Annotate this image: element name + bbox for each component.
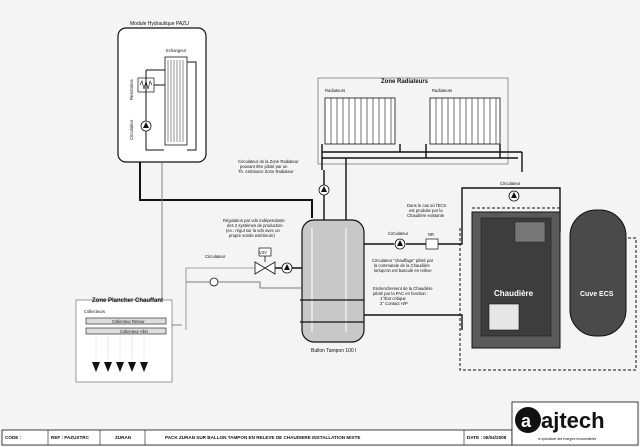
switch-note-4: 2° Contact H/P [380, 301, 408, 306]
main-supply-pipe [139, 162, 313, 218]
collector-supply-label: Collecteur Aller [120, 329, 149, 334]
boiler-circulator-label: Circulateur [388, 231, 409, 236]
nr-valve [425, 238, 439, 250]
title-block-date: DATE : 05/04/2008 [467, 435, 507, 440]
svg-text:a: a [521, 411, 532, 431]
boiler-note-3: lorsqu'on est basculé en relève [374, 268, 432, 273]
nr-tag: NR [428, 232, 434, 237]
exchanger-label: Echangeur [166, 48, 187, 53]
title-block-code: CODE : [5, 435, 22, 440]
regulation-note-2: des 2 systèmes de production [227, 223, 283, 228]
radiator-left [324, 97, 396, 145]
radiator-circulator-note-3: Th. Ambiance Zone Radiateur [238, 169, 294, 174]
circulator-left-label: Circulateur [205, 254, 226, 259]
boiler-door [488, 303, 520, 331]
logo-mark [515, 407, 541, 433]
regulation-note-1: Régulation par vdn indépendante [223, 218, 285, 223]
exchanger [164, 56, 188, 146]
floor-zone-title: Zone Plancher Chauffant [92, 298, 163, 304]
regulation-note-4: propre sonde extérieure) [229, 233, 275, 238]
valve-tag: V3V [259, 250, 267, 255]
collector-return [85, 317, 167, 325]
radiator-left-label: Radiateurs [325, 88, 345, 93]
boiler-note-1: Circulateur "chauffage" piloté par [372, 258, 434, 263]
logo-text: ajtech [541, 408, 605, 433]
title-block-title: PACK ZURAN SUR BALLON TAMPON EN RELEVE D… [165, 435, 360, 440]
ecs-note-2: est produite par la [409, 208, 443, 213]
title-block-ref: REF : PAZUSTRC [51, 435, 90, 440]
radiator-right [429, 97, 501, 145]
boiler-label: Chaudière [494, 289, 534, 298]
ecs-circulator-label: Circulateur [500, 181, 521, 186]
collector-supply [85, 327, 167, 335]
collector-return-label: Collecteur Retour [112, 319, 145, 324]
module-circulator-label: Circulateur [129, 119, 134, 140]
resistance-label: Resistance [129, 79, 134, 100]
floor-zone [75, 299, 173, 383]
logo-tagline: le spécialiste des énergies renouvelable… [538, 437, 597, 441]
switch-note-2: piloté par la PAC en fonction : [373, 291, 428, 296]
ecs-note-1: Dans le cas où l'ECS [407, 203, 446, 208]
radiator-circulator-note-1: Circulateur de la Zone Radiateur [238, 159, 299, 164]
radiator-zone-title: Zone Radiateurs [381, 79, 429, 85]
dhw-tank [569, 209, 627, 337]
control-wiring [459, 228, 637, 371]
switch-note-3: 1°/Ext critique [380, 296, 407, 301]
dhw-tank-label: Cuve ECS [580, 291, 614, 298]
radiator-circulator-note-2: pouvant être piloté par un [240, 164, 288, 169]
collectors-label: Collecteurs [84, 309, 105, 314]
radiator-zone [317, 77, 509, 165]
floor-loops [92, 362, 148, 372]
radiator-right-label: Radiateurs [432, 88, 452, 93]
left-circulator-icon [209, 277, 219, 287]
exchanger-coil [167, 60, 184, 142]
switch-note-1: Enclenchement de la Chaudière [373, 286, 433, 291]
buffer-tank [301, 219, 365, 343]
ecs-note-3: Chaudière existante [407, 213, 445, 218]
boiler-note-2: la commande de la Chaudière [374, 263, 431, 268]
buffer-tank-label: Ballon Tampon 100 l [311, 348, 356, 354]
module-title: Module Hydraulique PAZU [130, 21, 189, 27]
regulation-note-3: (ex.: régul sur la vdn avec un [226, 228, 280, 233]
title-block-brand: ZURAN [115, 435, 132, 440]
